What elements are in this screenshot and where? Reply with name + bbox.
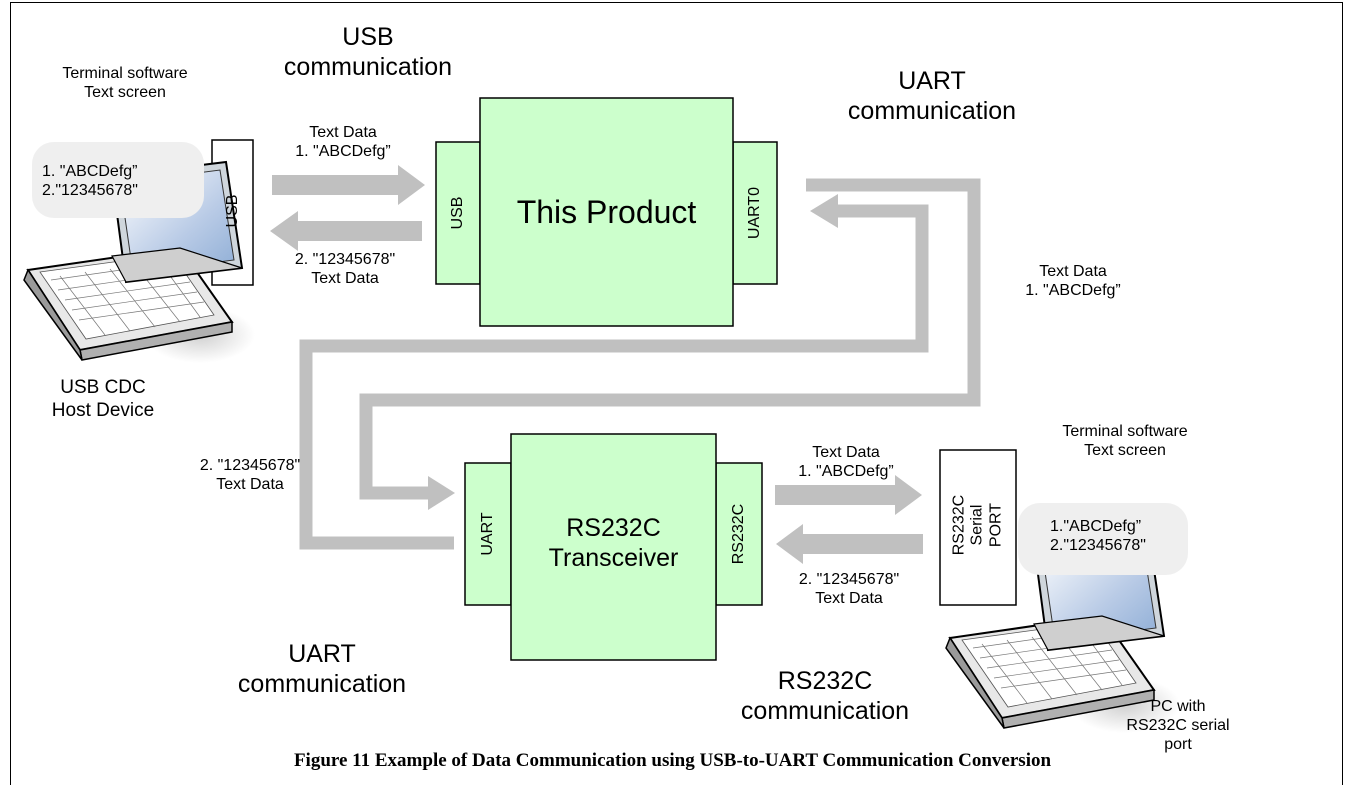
usb-communication-label: USB communication <box>268 22 468 82</box>
left-screen-line2: 2."12345678" <box>42 182 138 200</box>
rs-tx-line1: Text Data <box>812 444 880 461</box>
uart-comm-bottom-line2: communication <box>237 670 407 698</box>
uart-rx-line1: 2. "12345678" <box>199 457 301 474</box>
right-port-line3: PORT <box>987 502 1005 548</box>
transceiver-box <box>510 433 717 661</box>
uart-tx-path <box>359 178 981 500</box>
right-terminal-header-line1: Terminal software <box>1062 423 1188 440</box>
usb-comm-line2: communication <box>283 53 453 81</box>
left-device-line2: Host Device <box>51 399 155 421</box>
usb-rx-arrow <box>270 211 422 251</box>
left-device-line1: USB CDC <box>60 377 146 398</box>
uart-communication-top-label: UART communication <box>832 66 1032 126</box>
left-screen-line1: 1. "ABCDefg” <box>42 163 138 180</box>
right-screen-line1: 1."ABCDefg” <box>1050 518 1142 535</box>
left-usb-port-label: USB <box>223 194 241 228</box>
uart-rx-arrowhead <box>810 194 838 228</box>
rs232c-tx-arrow <box>775 475 922 515</box>
product-usb-port-box <box>435 141 481 285</box>
rs232c-rx-label: 2. "12345678" Text Data <box>774 570 924 608</box>
right-device-line3: port <box>1164 736 1192 754</box>
left-terminal-header-line2: Text screen <box>84 84 166 102</box>
transceiver-title: RS232C Transceiver <box>511 513 716 573</box>
rs232c-tx-label: Text Data 1. "ABCDefg” <box>771 443 921 481</box>
usb-rx-line1: 2. "12345678" <box>294 251 396 268</box>
right-device-line1: PC with <box>1150 698 1206 715</box>
transceiver-title-line1: RS232C <box>566 514 661 542</box>
rs232c-communication-label: RS232C communication <box>725 666 925 726</box>
rs232c-rx-arrow <box>776 524 923 564</box>
left-terminal-header-line1: Terminal software <box>62 65 188 82</box>
rs232c-comm-line2: communication <box>740 697 910 725</box>
left-screen-bubble: 1. "ABCDefg” 2."12345678" <box>32 142 204 218</box>
figure-frame <box>10 2 1343 785</box>
right-serial-port-label: RS232C Serial PORT <box>950 495 1005 555</box>
transceiver-uart-port-box <box>464 462 512 606</box>
right-terminal-header: Terminal software Text screen <box>1020 422 1230 460</box>
usb-tx-line2: 1. "ABCDefg” <box>295 143 391 161</box>
usb-tx-arrow <box>272 165 425 205</box>
product-uart0-port-box <box>732 141 778 285</box>
right-screen-bubble: 1."ABCDefg” 2."12345678" <box>1018 503 1188 575</box>
left-device-label: USB CDC Host Device <box>28 377 178 423</box>
rs232c-comm-line1: RS232C <box>777 667 873 695</box>
uart-tx-arrowhead <box>428 476 455 510</box>
usb-comm-line1: USB <box>342 23 394 51</box>
product-usb-port-label: USB <box>448 196 466 230</box>
right-device-line2: RS232C serial <box>1126 717 1230 735</box>
uart-communication-bottom-label: UART communication <box>222 639 422 699</box>
right-device-label: PC with RS232C serial port <box>1108 697 1248 755</box>
right-serial-port-box <box>939 449 1017 606</box>
usb-tx-label: Text Data 1. "ABCDefg” <box>268 123 418 161</box>
usb-tx-line1: Text Data <box>309 124 377 141</box>
uart-tx-line2: 1. "ABCDefg” <box>1025 282 1121 300</box>
right-terminal-header-line2: Text screen <box>1084 442 1166 460</box>
uart-rx-label: 2. "12345678" Text Data <box>175 456 325 494</box>
left-terminal-header: Terminal software Text screen <box>20 64 230 102</box>
uart-tx-label: Text Data 1. "ABCDefg” <box>998 262 1148 300</box>
transceiver-rs232c-port-label: RS232C <box>729 503 747 565</box>
uart-rx-path <box>299 204 929 550</box>
left-laptop-icon <box>23 160 255 363</box>
uart-comm-top-line2: communication <box>847 97 1017 125</box>
rs-rx-line2: Text Data <box>815 590 883 608</box>
transceiver-rs232c-port-box <box>715 462 763 606</box>
product-box <box>479 97 734 327</box>
uart-rx-line2: Text Data <box>216 476 284 494</box>
uart-tx-line1: Text Data <box>1039 263 1107 280</box>
product-uart0-port-label: UART0 <box>745 186 763 240</box>
right-port-line2: Serial <box>968 504 986 546</box>
rs-tx-line2: 1. "ABCDefg” <box>798 463 894 481</box>
transceiver-title-line2: Transceiver <box>548 544 679 572</box>
right-port-line1: RS232C <box>950 494 968 556</box>
uart-comm-top-line1: UART <box>898 67 966 95</box>
rs-rx-line1: 2. "12345678" <box>798 571 900 588</box>
figure-caption: Figure 11 Example of Data Communication … <box>293 750 1052 771</box>
usb-rx-line2: Text Data <box>311 270 379 288</box>
right-screen-line2: 2."12345678" <box>1050 537 1146 555</box>
usb-rx-label: 2. "12345678" Text Data <box>270 250 420 288</box>
uart-comm-bottom-line1: UART <box>288 640 356 668</box>
transceiver-uart-port-label: UART <box>478 512 496 556</box>
product-title: This Product <box>516 194 697 230</box>
